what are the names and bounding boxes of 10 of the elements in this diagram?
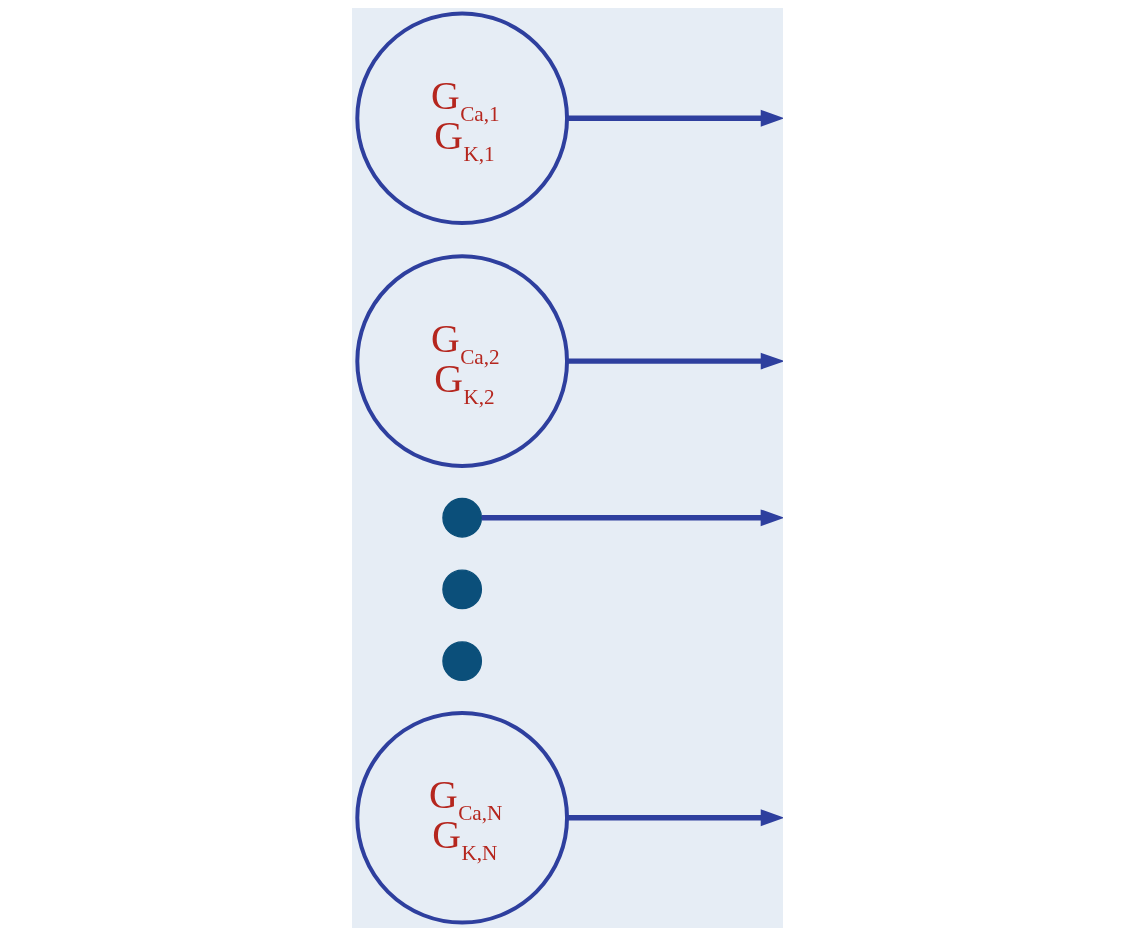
node-circle: [442, 641, 483, 682]
node-circle: G$_{Ca,1}$ G$_{K,1}$: [355, 11, 569, 226]
node-circle: [442, 569, 483, 610]
node-circle: G$_{Ca,2}$ G$_{K,2}$: [355, 254, 569, 468]
arrow: [567, 809, 783, 827]
arrow: [481, 509, 783, 527]
arrow: [567, 352, 783, 370]
node-circle: [442, 497, 483, 538]
arrow: [567, 109, 783, 127]
node-circle: G$_{Ca,N}$ G$_{K,N}$: [355, 710, 569, 925]
